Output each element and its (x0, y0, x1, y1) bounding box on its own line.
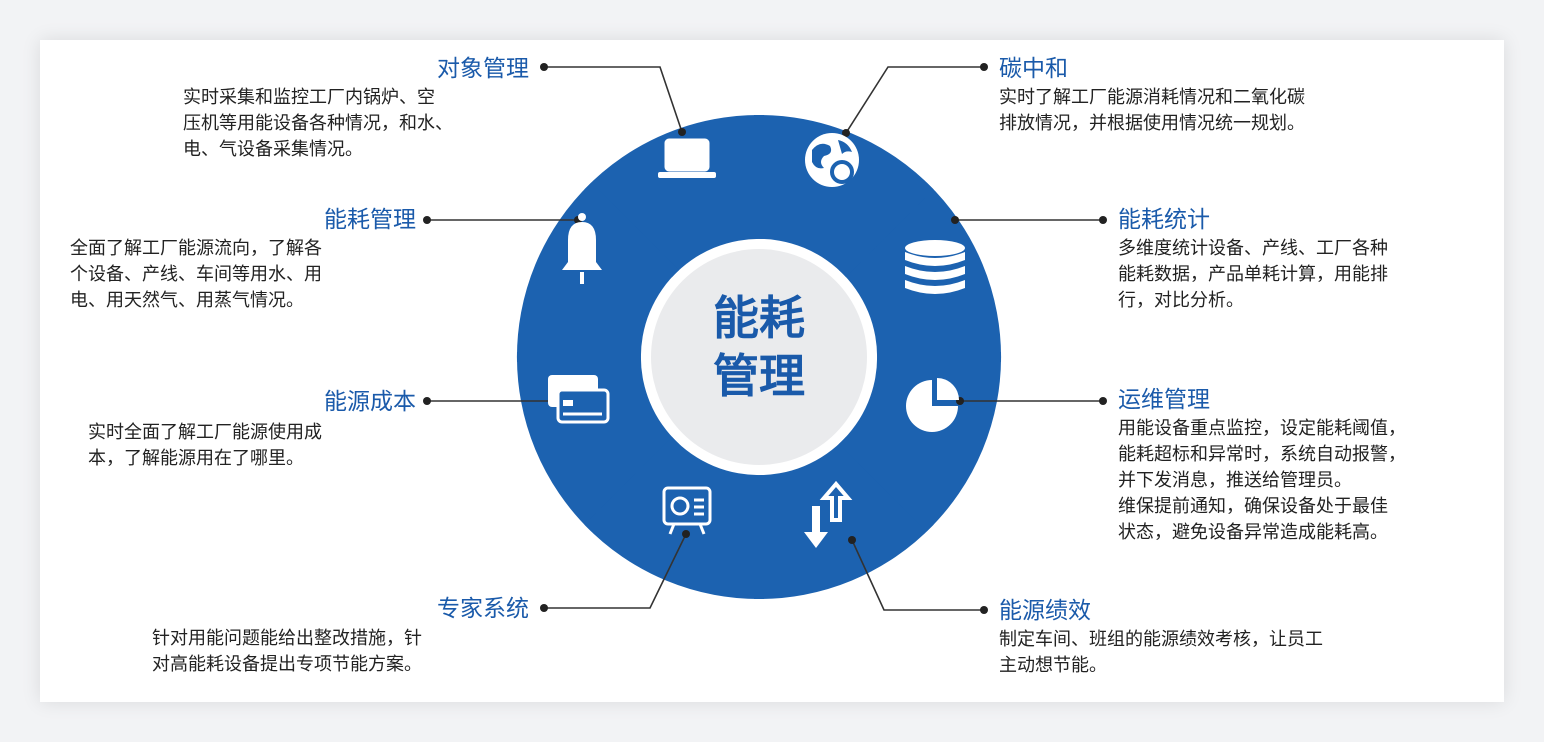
desc-line: 压机等用能设备各种情况，和水、 (183, 113, 453, 134)
desc-line: 对高能耗设备提出专项节能方案。 (152, 654, 422, 675)
ring-segment (584, 436, 764, 600)
ring-segment (838, 352, 1002, 532)
globe-search-icon (805, 133, 860, 190)
item-title-operations: 运维管理 (1118, 387, 1210, 413)
connector-line (851, 539, 984, 611)
desc-line: 全面了解工厂能源流向，了解各 (70, 238, 322, 259)
desc-line: 能耗数据，产品单耗计算，用能排 (1118, 264, 1388, 285)
connector-dot (423, 216, 431, 224)
item-title-expert-system: 专家系统 (437, 596, 529, 622)
connector-dot (1099, 216, 1107, 224)
connector-dot (678, 128, 686, 136)
desc-line: 用能设备重点监控，设定能耗阈值， (1118, 418, 1406, 439)
connector-dot (423, 397, 431, 405)
item-title-energy-performance: 能源绩效 (999, 598, 1091, 624)
item-desc-energy-statistics: 多维度统计设备、产线、工厂各种 能耗数据，产品单耗计算，用能排 行，对比分析。 (1118, 236, 1388, 314)
item-desc-energy-management: 全面了解工厂能源流向，了解各 个设备、产线、车间等用水、用 电、用天然气、用蒸气… (70, 236, 322, 314)
connector-dot (980, 63, 988, 71)
connector-line (544, 533, 687, 609)
desc-line: 能耗超标和异常时，系统自动报警， (1118, 444, 1406, 465)
item-desc-expert-system: 针对用能问题能给出整改措施，针 对高能耗设备提出专项节能方案。 (152, 626, 422, 678)
connector-dot (1099, 397, 1107, 405)
desc-line: 本，了解能源用在了哪里。 (88, 448, 304, 469)
laptop-icon (658, 138, 716, 178)
desc-line: 实时全面了解工厂能源使用成 (88, 422, 322, 443)
bell-icon (562, 213, 602, 284)
item-desc-energy-performance: 制定车间、班组的能源绩效考核，让员工 主动想节能。 (999, 627, 1323, 679)
connector-dot (951, 216, 959, 224)
connector-dot (682, 530, 690, 538)
desc-line: 针对用能问题能给出整改措施，针 (152, 628, 422, 649)
desc-line: 实时了解工厂能源消耗情况和二氧化碳 (999, 87, 1305, 108)
center-circle (651, 249, 867, 465)
ring-segments (516, 114, 1002, 600)
item-title-carbon-neutral: 碳中和 (999, 56, 1068, 82)
ring-segment (584, 114, 764, 278)
arrows-updown-icon (804, 480, 853, 548)
item-desc-energy-cost: 实时全面了解工厂能源使用成 本，了解能源用在了哪里。 (88, 420, 322, 472)
desc-line: 维保提前通知，确保设备处于最佳 (1118, 496, 1388, 517)
item-desc-carbon-neutral: 实时了解工厂能源消耗情况和二氧化碳 排放情况，并根据使用情况统一规划。 (999, 85, 1305, 137)
item-title-object-management: 对象管理 (437, 56, 529, 82)
item-title-energy-cost: 能源成本 (324, 389, 416, 415)
connector-dot (540, 604, 548, 612)
presentation-icon (662, 486, 712, 535)
center-title-line1: 能耗 (713, 291, 805, 345)
item-title-energy-management: 能耗管理 (324, 207, 416, 233)
desc-line: 排放情况，并根据使用情况统一规划。 (999, 113, 1305, 134)
desc-line: 制定车间、班组的能源绩效考核，让员工 (999, 629, 1323, 650)
desc-line: 个设备、产线、车间等用水、用 (70, 264, 322, 285)
desc-line: 电、用天然气、用蒸气情况。 (70, 290, 304, 311)
item-desc-object-management: 实时采集和监控工厂内锅炉、空 压机等用能设备各种情况，和水、 电、气设备采集情况… (183, 85, 453, 163)
item-desc-operations: 用能设备重点监控，设定能耗阈值， 能耗超标和异常时，系统自动报警， 并下发消息，… (1118, 416, 1406, 546)
center-title-line2: 管理 (713, 349, 805, 403)
desc-line: 实时采集和监控工厂内锅炉、空 (183, 87, 435, 108)
ring-segment (516, 182, 680, 362)
desc-line: 多维度统计设备、产线、工厂各种 (1118, 238, 1388, 259)
desc-line: 并下发消息，推送给管理员。 (1118, 470, 1352, 491)
desc-line: 行，对比分析。 (1118, 290, 1244, 311)
connector-dot (848, 536, 856, 544)
connector-lines (423, 63, 1107, 614)
item-title-energy-statistics: 能耗统计 (1118, 207, 1210, 233)
connector-dot (540, 63, 548, 71)
connector-dot (980, 606, 988, 614)
credit-card-icon (548, 375, 610, 424)
ring-segment (754, 436, 934, 600)
desc-line: 状态，避免设备异常造成能耗高。 (1118, 522, 1388, 543)
desc-line: 主动想节能。 (999, 655, 1107, 676)
desc-line: 电、气设备采集情况。 (183, 139, 363, 160)
connector-dot (842, 129, 850, 137)
database-icon (905, 240, 965, 294)
pie-chart-icon (906, 378, 959, 432)
connector-line (544, 66, 683, 133)
connector-line (845, 66, 984, 134)
ring-segment (754, 114, 934, 278)
